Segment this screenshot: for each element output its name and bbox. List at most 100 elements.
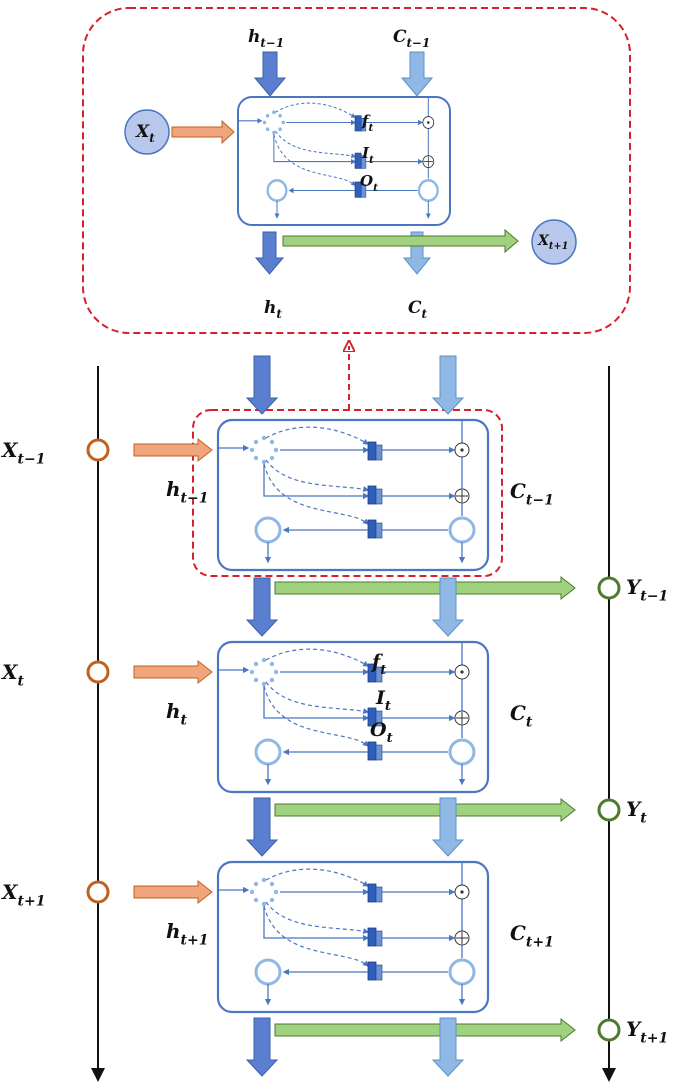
detail-x-in-arrow — [171, 119, 235, 145]
detail-h-out-label: ht — [264, 298, 282, 321]
chain-step-3-x-label: Xt+1 — [0, 880, 45, 909]
chain-step-3-input-gate-block — [367, 927, 383, 947]
chain-step-2-add-operator — [454, 710, 470, 726]
chain-step-1-multiply-operator — [454, 442, 470, 458]
detail-output-gate-block — [354, 181, 367, 198]
chain-step-3-forget-gate-block — [367, 883, 383, 903]
chain-step-1-forget-gate-block — [367, 441, 383, 461]
chain-step-3-input-line-2 — [263, 906, 370, 942]
cell-internals-template-a — [238, 97, 439, 219]
chain-step-1-x-node — [86, 438, 110, 462]
detail-y-arrow — [282, 228, 519, 254]
detail-input-line-2 — [273, 134, 357, 165]
chain-step-2-x-node — [86, 660, 110, 684]
chain-step-1-y-arrow — [274, 575, 576, 601]
chain-step-1-c-label: Ct−1 — [510, 479, 554, 508]
detail-input-curve — [275, 130, 356, 159]
chain-step-2-output-gate-label: Ot — [370, 719, 394, 746]
chain-step-2-h-label: ht — [166, 699, 188, 728]
chain-step-3-forget-curve — [265, 868, 370, 887]
chain-step-3-c-label: Ct+1 — [510, 921, 554, 950]
detail-c-in-label: Ct−1 — [393, 27, 430, 50]
chain-step-3-y-node — [597, 1018, 621, 1042]
detail-output-gate-label: Ot — [360, 172, 378, 194]
chain-step-1-cell-tanh-node — [448, 516, 476, 544]
chain-step-2-input-gate-label: It — [375, 687, 392, 714]
chain-step-1-forget-curve — [265, 426, 370, 445]
chain-step-1-x-label: Xt−1 — [0, 438, 45, 467]
chain-step-2-input-curve — [265, 681, 370, 715]
chain-final-c-out-arrow — [431, 1017, 465, 1077]
chain-step-2-x-arrow — [133, 659, 213, 685]
detail-input-gate-label: It — [361, 144, 374, 166]
chain-step-2-input-line-2 — [263, 686, 370, 722]
chain-step-3-x-node — [86, 880, 110, 904]
chain-step-3-concat-node — [249, 877, 279, 907]
detail-hidden-node — [266, 179, 288, 202]
chain-step-3-add-operator — [454, 930, 470, 946]
chain-step-2-h-in-arrow — [245, 577, 279, 637]
chain-step-3-y-arrow — [274, 1017, 576, 1043]
chain-step-1-x-arrow — [133, 437, 213, 463]
chain-step-2-forget-gate-label: ft — [370, 651, 387, 678]
chain-step-2-concat-node — [249, 657, 279, 687]
chain-step-2-hidden-node — [254, 738, 282, 766]
detail-output-curve — [273, 134, 356, 187]
chain-step-3-h-in-arrow — [245, 797, 279, 857]
detail-h-in-arrow — [253, 51, 287, 97]
chain-step-3-input-curve — [265, 901, 370, 935]
chain-step-3-c-in-arrow — [431, 797, 465, 857]
chain-step-2-multiply-operator — [454, 664, 470, 680]
detail-cell-tanh-node — [417, 179, 439, 202]
chain-step-1-hidden-node — [254, 516, 282, 544]
chain-step-3-cell-tanh-node — [448, 958, 476, 986]
chain-step-3-x-arrow — [133, 879, 213, 905]
chain-step-2-c-label: Ct — [510, 701, 533, 730]
detail-c-out-label: Ct — [408, 298, 428, 321]
chain-step-1-input-line-2 — [263, 464, 370, 500]
chain-step-3-cell — [216, 860, 490, 1014]
chain-step-2-forget-curve — [265, 648, 370, 667]
detail-forget-gate-block — [354, 115, 367, 132]
chain-cell-highlight-frame — [192, 409, 503, 577]
chain-step-1-cell-internals — [218, 420, 476, 564]
chain-step-1-cell — [216, 418, 490, 572]
detail-x-next-node — [531, 219, 577, 265]
detail-forget-curve — [275, 102, 356, 118]
detail-cell-gates — [238, 97, 439, 219]
chain-step-2-cell-internals — [218, 642, 476, 786]
chain-step-1-h-in-arrow — [245, 355, 279, 415]
detail-h-in-label: ht−1 — [248, 27, 284, 50]
chain-step-2-cell-tanh-node — [448, 738, 476, 766]
detail-add-operator — [422, 155, 435, 168]
chain-step-3-hidden-node — [254, 958, 282, 986]
chain-step-3-cell-internals — [218, 862, 476, 1006]
chain-step-3-multiply-operator — [454, 884, 470, 900]
chain-step-1-input-gate-block — [367, 485, 383, 505]
chain-step-3-h-label: ht+1 — [166, 919, 209, 948]
chain-step-1-add-operator — [454, 488, 470, 504]
chain-step-2-y-arrow — [274, 797, 576, 823]
chain-step-2-forget-gate-block — [367, 663, 383, 683]
chain-step-1-y-node — [597, 576, 621, 600]
chain-step-2-y-node — [597, 798, 621, 822]
chain-step-2-output-curve — [263, 685, 369, 747]
chain-step-1-output-gate-block — [367, 519, 383, 539]
chain-step-2-output-gate-block — [367, 741, 383, 761]
detail-cell — [237, 96, 451, 226]
chain-step-2-cell — [216, 640, 490, 794]
detail-c-in-arrow — [400, 51, 434, 97]
detail-highlight-frame — [82, 7, 631, 334]
chain-step-1-h-label: ht−1 — [166, 477, 209, 506]
detail-h-out-arrow — [254, 231, 285, 275]
chain-step-1-y-label: Yt−1 — [626, 575, 668, 604]
chain-step-1: Xt−1 ht−1 Ct−1Yt−1 — [0, 355, 668, 604]
detail-forget-gate-label: ft — [361, 112, 373, 134]
chain-step-1-input-curve — [265, 459, 370, 493]
chain-step-2-c-in-arrow — [431, 577, 465, 637]
detail-x-in-label: Xt — [135, 122, 155, 145]
